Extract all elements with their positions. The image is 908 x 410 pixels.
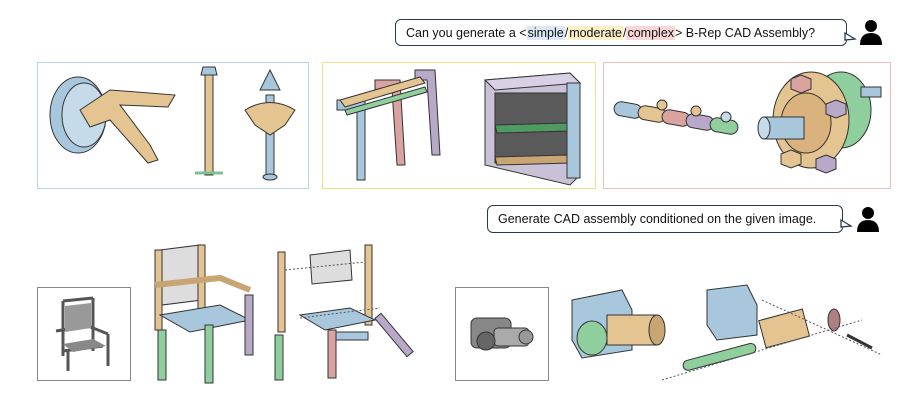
- user-icon: [857, 207, 879, 232]
- part-input-render: [470, 317, 534, 351]
- panel-complex: [603, 62, 891, 189]
- bubble-tail: [840, 218, 854, 228]
- separator: /: [623, 25, 627, 40]
- prompt-prefix: Can you generate a <: [406, 25, 527, 40]
- part-assembly-render: [571, 284, 883, 381]
- panel-moderate: [322, 62, 596, 189]
- option-complex: complex: [626, 25, 676, 40]
- input-image-part: [455, 287, 549, 381]
- input-image-chair: [37, 287, 131, 381]
- user-icon: [860, 20, 882, 45]
- complex-assemblies-render: [613, 71, 882, 174]
- simple-assemblies-render: [49, 66, 296, 181]
- prompt-text: Generate CAD assembly conditioned on the…: [498, 212, 817, 226]
- chair-input-render: [55, 296, 110, 371]
- panel-simple: [37, 62, 309, 189]
- chair-assembly-render: [154, 244, 414, 384]
- option-moderate: moderate: [568, 25, 623, 40]
- bubble-tail: [844, 31, 858, 41]
- moderate-assemblies-render: [336, 69, 582, 186]
- separator: /: [564, 25, 569, 40]
- prompt-suffix: > B-Rep CAD Assembly?: [675, 25, 816, 40]
- option-simple: simple: [526, 25, 565, 40]
- prompt-bubble-2: Generate CAD assembly conditioned on the…: [487, 205, 854, 233]
- prompt-bubble-1: Can you generate a <simple / moderate / …: [395, 19, 858, 46]
